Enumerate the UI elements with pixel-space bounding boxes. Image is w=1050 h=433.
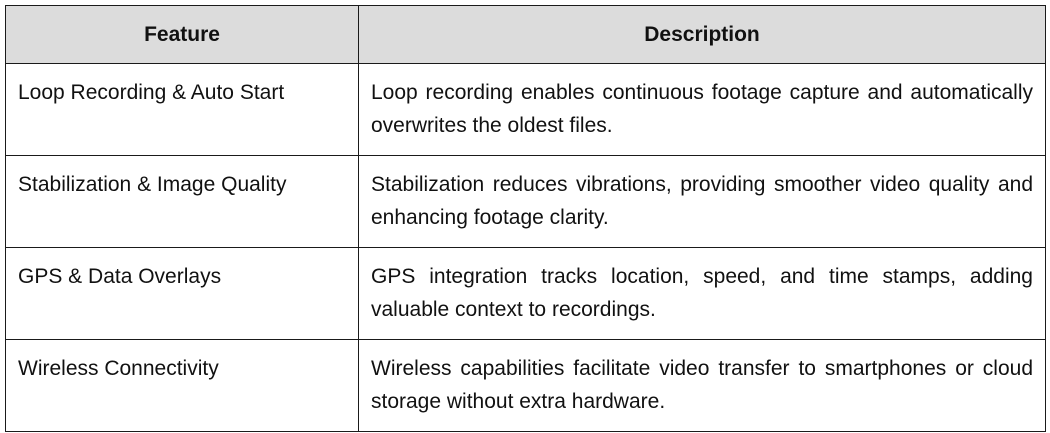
feature-cell: GPS & Data Overlays — [5, 247, 359, 340]
feature-cell: Stabilization & Image Quality — [5, 155, 359, 248]
description-cell: Wireless capabilities facilitate video t… — [358, 339, 1046, 432]
table-header: Feature Description — [5, 5, 1046, 64]
feature-cell: Wireless Connectivity — [5, 339, 359, 432]
feature-cell: Loop Recording & Auto Start — [5, 63, 359, 156]
description-cell: Stabilization reduces vibrations, provid… — [358, 155, 1046, 248]
header-row: Feature Description — [5, 5, 1046, 64]
table-row: Stabilization & Image Quality Stabilizat… — [5, 155, 1046, 248]
table-row: GPS & Data Overlays GPS integration trac… — [5, 247, 1046, 340]
table-body: Loop Recording & Auto Start Loop recordi… — [5, 63, 1046, 432]
description-cell: GPS integration tracks location, speed, … — [358, 247, 1046, 340]
table-row: Loop Recording & Auto Start Loop recordi… — [5, 63, 1046, 156]
table-row: Wireless Connectivity Wireless capabilit… — [5, 339, 1046, 432]
description-cell: Loop recording enables continuous footag… — [358, 63, 1046, 156]
header-description: Description — [358, 5, 1046, 64]
header-feature: Feature — [5, 5, 359, 64]
feature-table: Feature Description Loop Recording & Aut… — [5, 5, 1046, 432]
